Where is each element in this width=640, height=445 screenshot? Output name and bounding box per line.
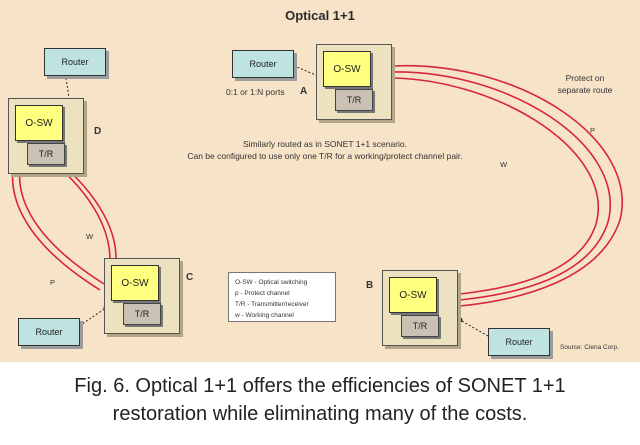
diagram-title: Optical 1+1 bbox=[285, 8, 355, 23]
link-a-b-outer bbox=[391, 64, 623, 307]
node-d-osw-label: O-SW bbox=[25, 117, 53, 129]
source-credit: Source: Ciena Corp. bbox=[560, 344, 619, 351]
node-b-tr-label: T/R bbox=[412, 321, 428, 331]
node-b: O-SW T/R bbox=[382, 270, 458, 346]
center-note: Similarly routed as in SONET 1+1 scenari… bbox=[150, 138, 500, 162]
node-c-tr-label: T/R bbox=[134, 309, 150, 319]
router-d-label: Router bbox=[61, 57, 89, 67]
node-a-tr-label: T/R bbox=[346, 95, 362, 105]
caption-line-1: Fig. 6. Optical 1+1 offers the efficienc… bbox=[74, 375, 566, 397]
router-b-label: Router bbox=[505, 337, 533, 347]
caption-line-2: restoration while eliminating many of th… bbox=[112, 403, 528, 425]
link-a-b-inner bbox=[391, 77, 599, 295]
node-d-osw: O-SW bbox=[15, 105, 63, 141]
node-c-label: C bbox=[186, 272, 194, 283]
router-c-connector bbox=[75, 307, 107, 329]
router-d: Router bbox=[44, 48, 106, 76]
node-b-label: B bbox=[366, 280, 374, 291]
node-b-osw: O-SW bbox=[389, 277, 437, 313]
working-label-right: W bbox=[500, 160, 508, 169]
node-a: O-SW T/R bbox=[316, 44, 392, 120]
center-note-line-2: Can be configured to use only one T/R fo… bbox=[187, 151, 463, 161]
node-c-osw: O-SW bbox=[111, 265, 159, 301]
router-c: Router bbox=[18, 318, 80, 346]
figure-caption: Fig. 6. Optical 1+1 offers the efficienc… bbox=[0, 372, 640, 428]
protect-label-right: P bbox=[590, 126, 596, 135]
legend: O-SW - Optical switching p - Protect cha… bbox=[228, 272, 336, 322]
node-d-tr-label: T/R bbox=[38, 149, 54, 159]
protect-label-left: P bbox=[50, 278, 56, 287]
protect-route-line-2: separate route bbox=[557, 85, 613, 95]
link-a-b-middle bbox=[391, 71, 611, 301]
node-b-tr: T/R bbox=[401, 315, 439, 337]
node-c: O-SW T/R bbox=[104, 258, 180, 334]
node-d: O-SW T/R bbox=[8, 98, 84, 174]
router-b-connector bbox=[459, 319, 489, 337]
protect-route-line-1: Protect on bbox=[565, 73, 605, 83]
legend-item-osw: O-SW - Optical switching bbox=[235, 279, 308, 286]
center-note-line-1: Similarly routed as in SONET 1+1 scenari… bbox=[242, 139, 407, 149]
legend-item-working: w - Working channel bbox=[235, 312, 294, 319]
diagram-panel: Optical 1+1 Router O-SW T/R D Router 0:1… bbox=[0, 0, 640, 362]
node-d-label: D bbox=[94, 126, 102, 137]
connector-dot-b bbox=[457, 317, 463, 323]
router-a: Router bbox=[232, 50, 294, 78]
node-a-tr: T/R bbox=[335, 89, 373, 111]
router-a-connector bbox=[289, 63, 319, 77]
node-d-tr: T/R bbox=[27, 143, 65, 165]
working-label-left: W bbox=[86, 232, 94, 241]
router-b: Router bbox=[488, 328, 550, 356]
node-b-osw-label: O-SW bbox=[399, 289, 427, 301]
node-c-tr: T/R bbox=[123, 303, 161, 325]
protect-route-note: Protect on separate route bbox=[540, 72, 630, 96]
node-a-osw-label: O-SW bbox=[333, 63, 361, 75]
ports-note: 0:1 or 1:N ports bbox=[226, 87, 285, 97]
router-a-label: Router bbox=[249, 59, 277, 69]
legend-item-protect: p - Protect channel bbox=[235, 290, 290, 297]
router-c-label: Router bbox=[35, 327, 63, 337]
node-a-label: A bbox=[300, 86, 308, 97]
node-a-osw: O-SW bbox=[323, 51, 371, 87]
node-c-osw-label: O-SW bbox=[121, 277, 149, 289]
legend-item-tr: T/R - Transmitter/receiver bbox=[235, 301, 309, 308]
